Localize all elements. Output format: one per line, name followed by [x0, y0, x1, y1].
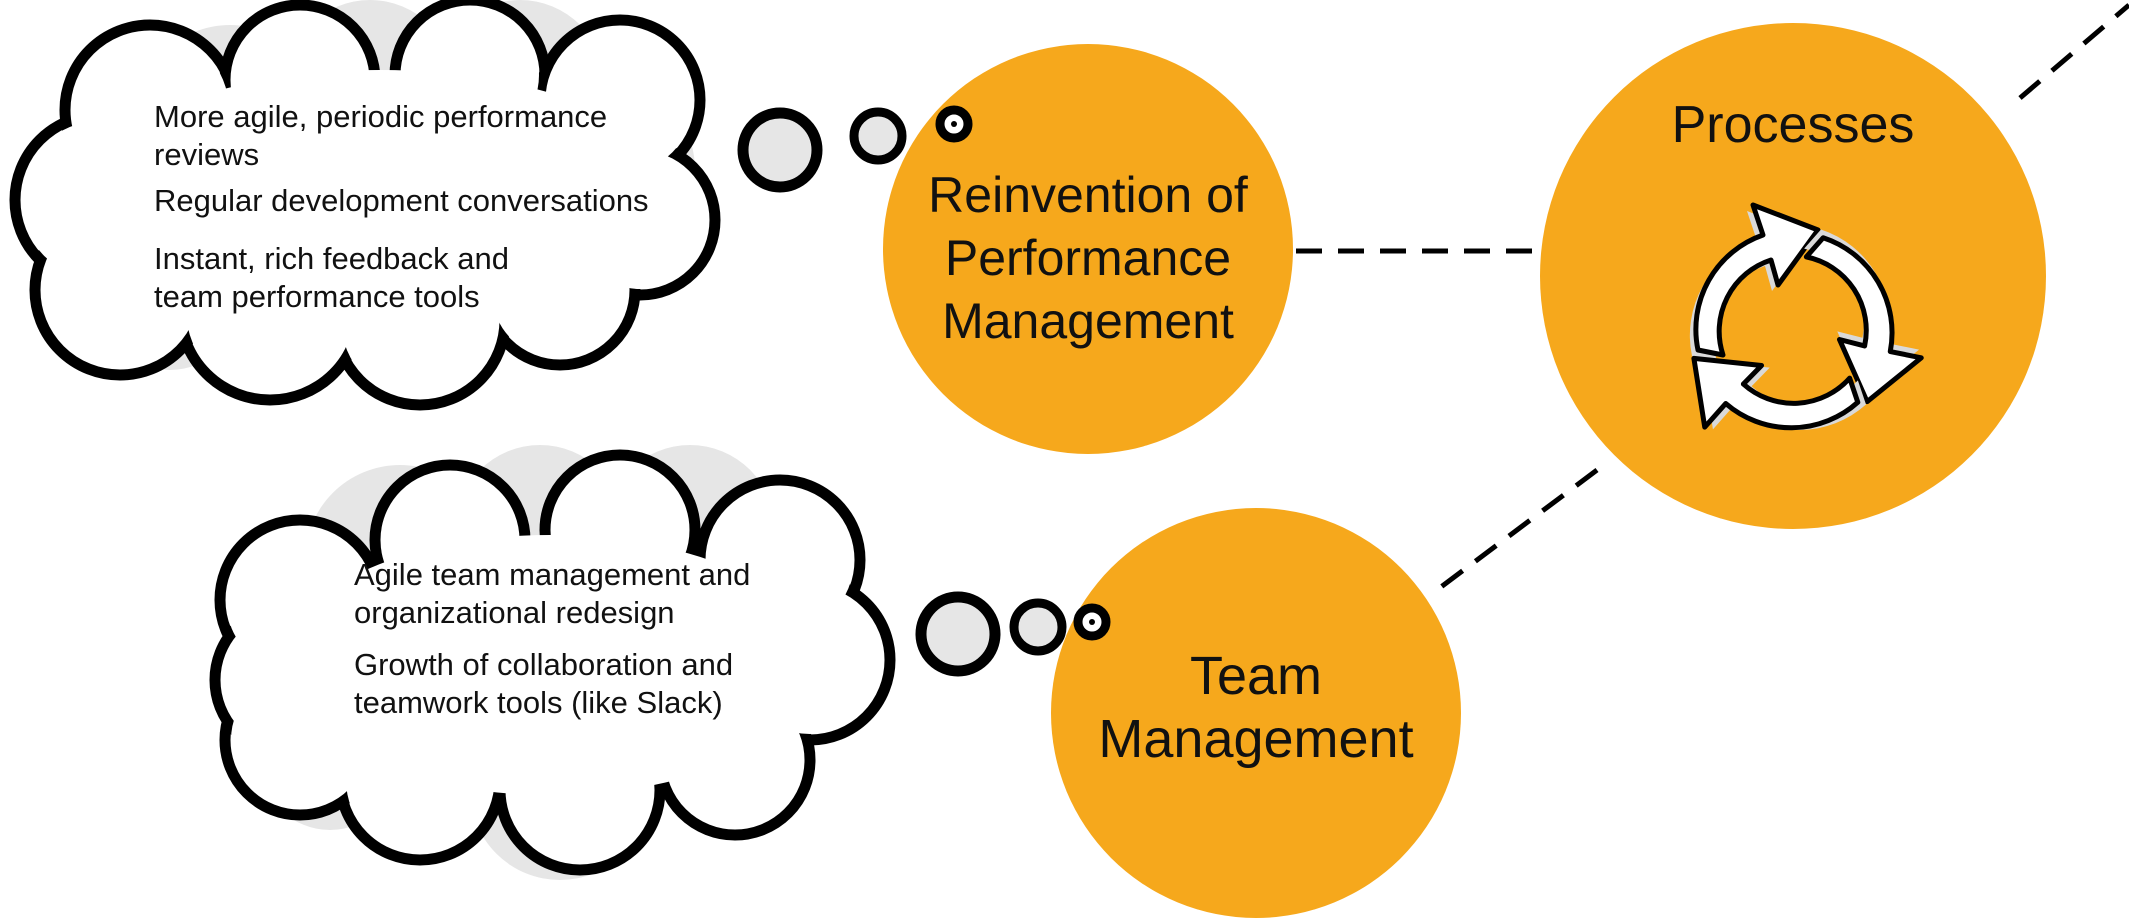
cloud-bottom-item-1: Agile team management and organizational… [354, 557, 751, 630]
connector-processes-team [1435, 468, 1599, 592]
label-reinvention-line-1: Reinvention of [928, 167, 1248, 223]
cloud-top-item-1: More agile, periodic performance reviews [154, 99, 608, 172]
connectors [1296, 3, 2129, 592]
connector-processes-offscreen [2018, 3, 2129, 100]
thought-cloud-top [9, 0, 721, 411]
cloud-top-item-2: Regular development conversations [154, 183, 649, 218]
label-processes-text: Processes [1671, 96, 1915, 154]
label-team-line-2: Management [1098, 709, 1414, 769]
recycle-arrow-1 [1689, 202, 1821, 361]
circle-reinvention [883, 44, 1293, 454]
cloud-top-item-3: Instant, rich feedback and team performa… [154, 241, 510, 314]
recycle-arrows-icon [1689, 202, 1924, 431]
thought-bubbles-bottom [915, 591, 1111, 677]
label-reinvention: Reinvention of Performance Management [888, 164, 1288, 353]
circle-processes [1540, 23, 2046, 529]
recycle-arrow-3 [1691, 355, 1867, 431]
label-reinvention-line-2: Performance [944, 230, 1232, 286]
circle-team [1051, 508, 1461, 918]
label-processes: Processes [1593, 92, 1993, 158]
label-team: Team Management [1056, 645, 1456, 771]
cloud-bottom-item-2: Growth of collaboration and teamwork too… [354, 647, 734, 720]
thought-bubbles-top [737, 105, 973, 193]
label-reinvention-line-3: Management [942, 293, 1234, 349]
recycle-arrow-2 [1803, 229, 1924, 405]
thought-cloud-bottom [209, 445, 896, 880]
label-team-line-1: Team [1189, 646, 1323, 706]
